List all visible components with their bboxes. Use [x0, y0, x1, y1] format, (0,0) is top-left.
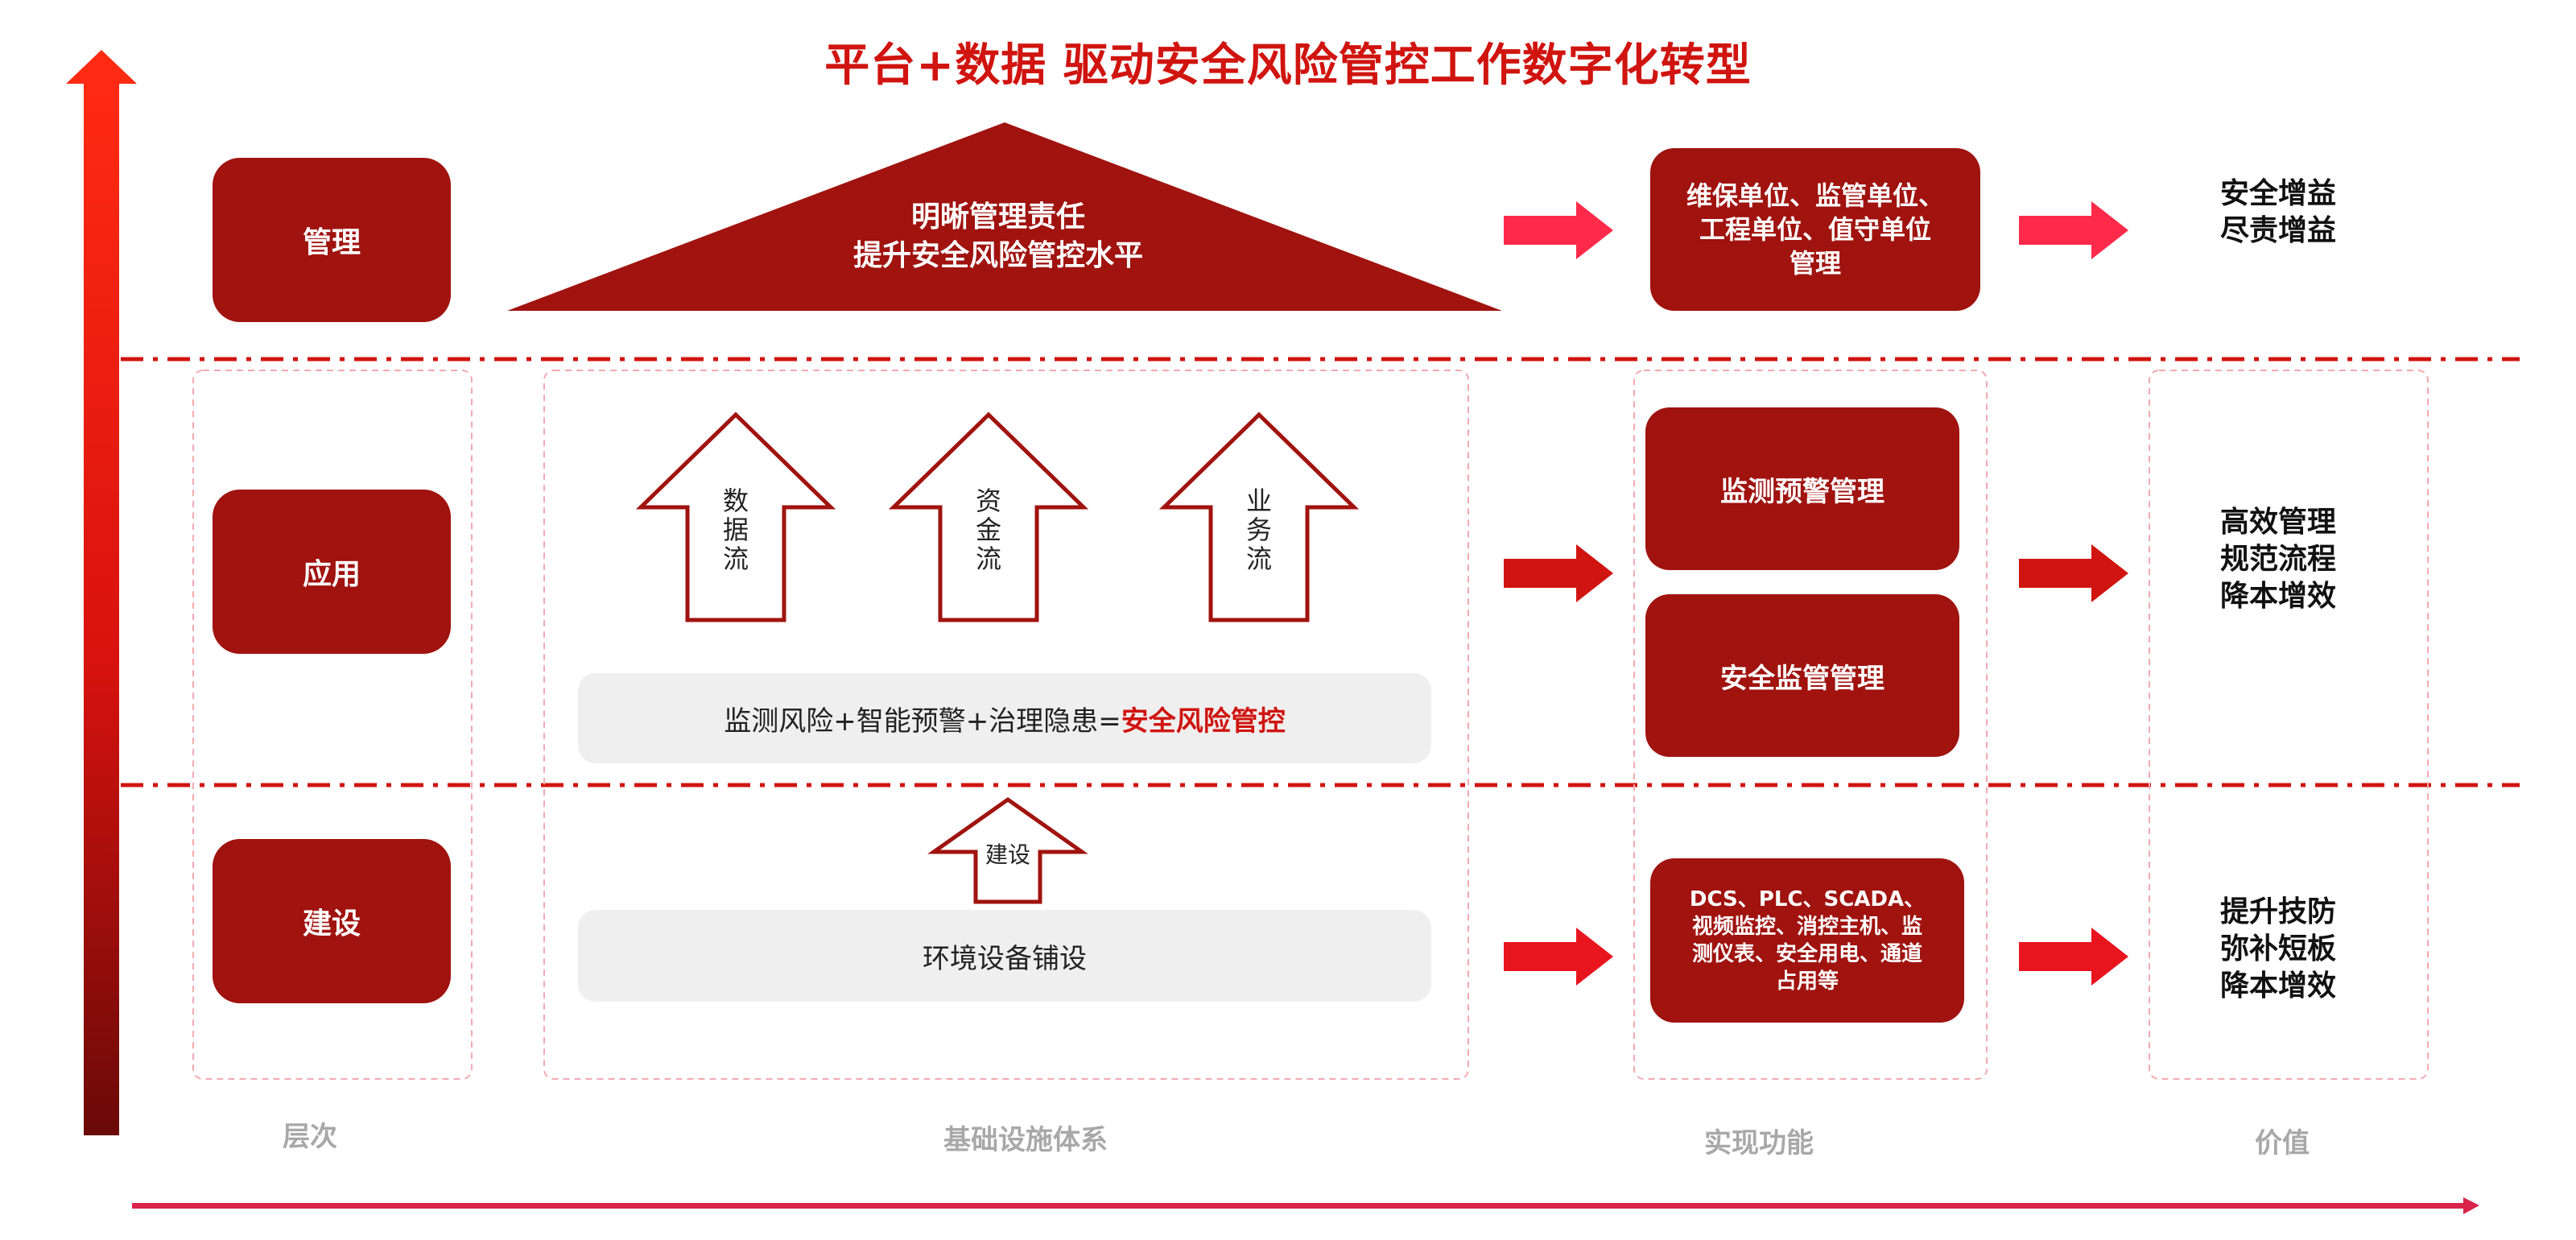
arrow-build-2 — [2019, 928, 2128, 986]
value-construction: 提升技防 弥补短板 降本增效 — [2219, 895, 2336, 1002]
arrow-mgmt-2 — [2019, 201, 2128, 259]
layer-construction-box: 建设 — [213, 839, 451, 1003]
capital-flow-arrow — [888, 411, 1089, 622]
formula-prefix: 监测风险+智能预警+治理隐患= — [724, 705, 1121, 738]
arrow-mgmt-1 — [1504, 201, 1613, 259]
vertical-axis-arrow — [66, 50, 137, 1135]
formula-bar: 监测风险+智能预警+治理隐患=安全风险管控 — [578, 673, 1431, 763]
column-frames — [192, 370, 2429, 1080]
roof-triangle — [507, 122, 1502, 311]
build-arrow-label: 建设 — [985, 841, 1030, 868]
business-flow-label: 业 务 流 — [1245, 486, 1272, 574]
arrow-app-2 — [2019, 544, 2128, 602]
devices-box: DCS、PLC、SCADA、 视频监控、消控主机、监 测仪表、安全用电、通道 占… — [1650, 858, 1964, 1023]
business-flow-arrow — [1158, 411, 1360, 622]
monitor-warning-box: 监测预警管理 — [1645, 407, 1959, 570]
roof-line-1: 明晰管理责任 — [910, 200, 1085, 234]
environment-bar: 环境设备铺设 — [578, 910, 1431, 1002]
diagram-title: 平台+数据 驱动安全风险管控工作数字化转型 — [824, 39, 1752, 92]
column-label-infrastructure: 基础设施体系 — [943, 1124, 1108, 1156]
formula-highlight: 安全风险管控 — [1121, 705, 1286, 738]
column-label-function: 实现功能 — [1704, 1127, 1814, 1159]
build-arrow — [927, 796, 1088, 904]
horizontal-axis-arrow — [132, 1197, 2479, 1214]
safety-supervision-box: 安全监管管理 — [1645, 594, 1959, 757]
units-management-box: 维保单位、监管单位、 工程单位、值守单位 管理 — [1650, 148, 1980, 311]
arrow-app-1 — [1504, 544, 1613, 602]
capital-flow-label: 资 金 流 — [975, 486, 1001, 574]
roof-line-2: 提升安全风险管控水平 — [852, 239, 1143, 272]
layer-application-box: 应用 — [213, 490, 451, 654]
arrow-build-1 — [1504, 928, 1613, 986]
flow-arrows — [635, 411, 1360, 904]
data-flow-arrow — [635, 411, 836, 622]
value-application: 高效管理 规范流程 降本增效 — [2219, 506, 2336, 613]
value-management: 安全增益 尽责增益 — [2219, 177, 2336, 247]
column-label-value: 价值 — [2255, 1127, 2310, 1159]
right-arrows — [1504, 201, 2128, 986]
column-label-layer: 层次 — [283, 1121, 337, 1153]
data-flow-label: 数 据 流 — [722, 486, 749, 574]
layer-management-box: 管理 — [213, 158, 451, 322]
